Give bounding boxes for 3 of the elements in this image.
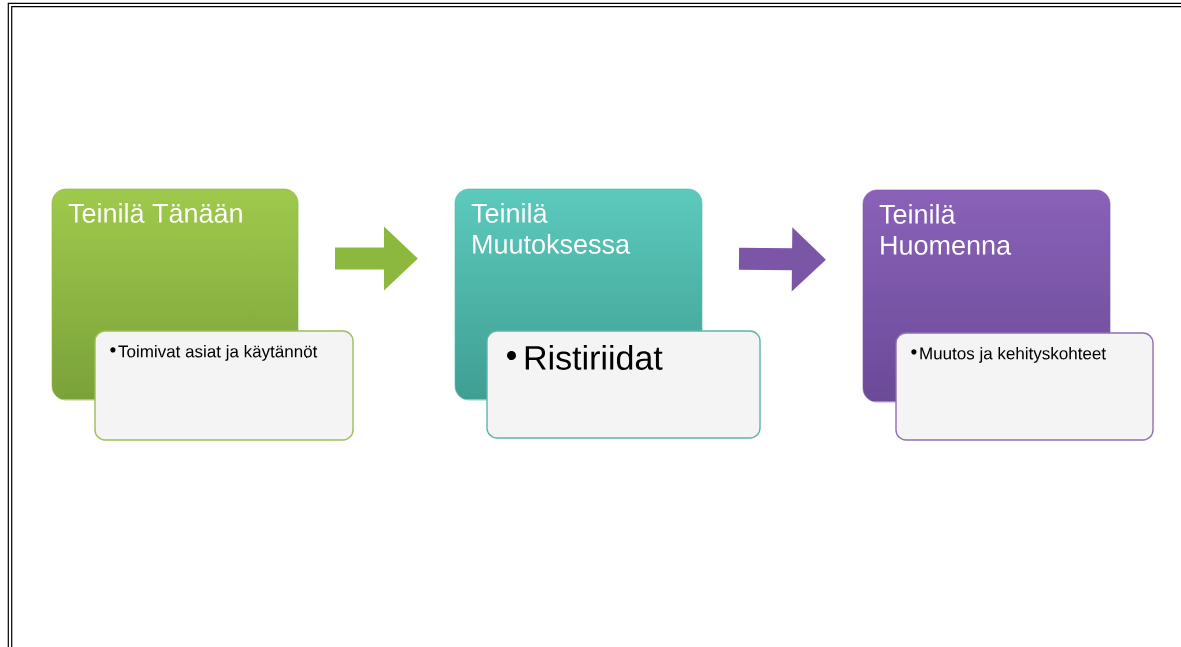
text-card: Toimivat asiat ja käytännöt bbox=[94, 330, 354, 441]
text-card: Muutos ja kehityskohteet bbox=[895, 332, 1154, 441]
text-card: Ristiriidat bbox=[486, 330, 761, 439]
